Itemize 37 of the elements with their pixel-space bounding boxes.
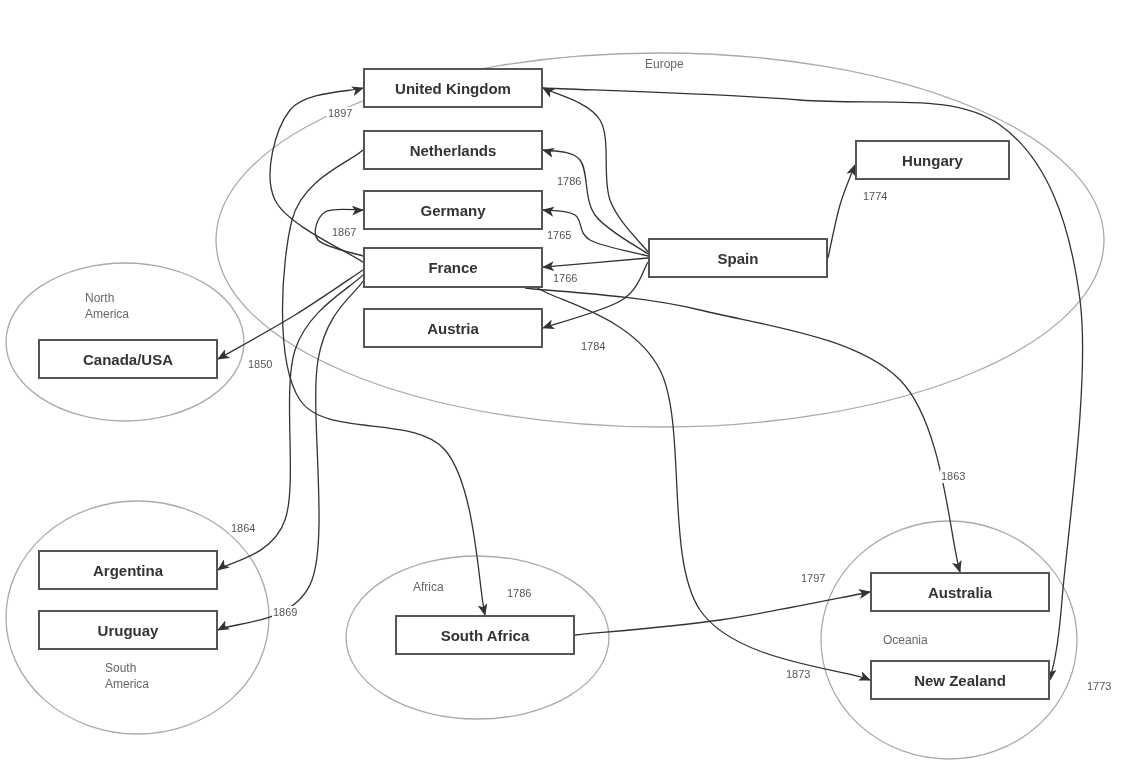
country-box: Canada/USA [38, 339, 218, 379]
region-label: Oceania [883, 632, 928, 649]
arrow [281, 149, 488, 616]
country-box: Australia [870, 572, 1050, 612]
country-box: United Kingdom [363, 68, 543, 108]
arrow [827, 164, 856, 259]
country-box: Hungary [855, 140, 1010, 180]
arrow [542, 206, 649, 257]
country-box: Netherlands [363, 130, 543, 170]
country-box: Austria [363, 308, 543, 348]
edge-label: 1864 [230, 522, 257, 536]
country-box: France [363, 247, 543, 288]
region-label: South America [105, 660, 150, 693]
region-label: Europe [645, 56, 684, 73]
country-box: Germany [363, 190, 543, 230]
edge-label: 1869 [272, 606, 299, 620]
arrow [542, 257, 649, 272]
country-box: Uruguay [38, 610, 218, 650]
country-box: New Zealand [870, 660, 1050, 700]
arrow [542, 147, 649, 255]
arrow [269, 85, 364, 263]
arrow [574, 589, 871, 636]
region-label: North America [85, 290, 130, 323]
arrow [217, 274, 364, 571]
arrow [217, 269, 364, 360]
country-box: Argentina [38, 550, 218, 590]
arrow [314, 205, 364, 257]
country-box: Spain [648, 238, 828, 278]
arrow [217, 280, 364, 631]
region-label: Africa [413, 579, 444, 596]
edge-label: 1863 [940, 470, 967, 484]
arrow [536, 287, 871, 682]
arrow [542, 261, 649, 330]
arrow [524, 287, 963, 573]
arrow [542, 87, 649, 253]
arrow [542, 87, 1084, 681]
country-box: South Africa [395, 615, 575, 655]
